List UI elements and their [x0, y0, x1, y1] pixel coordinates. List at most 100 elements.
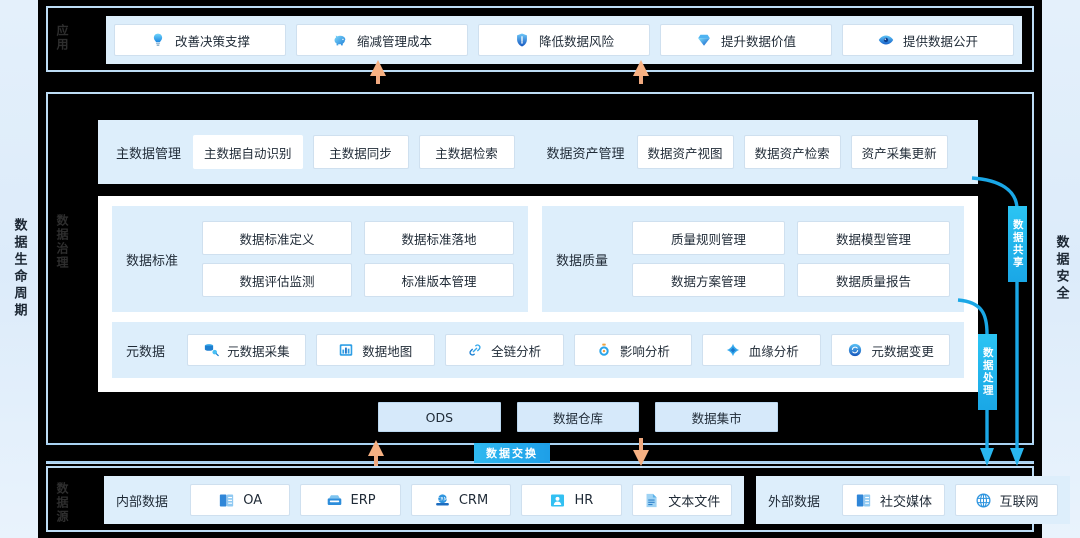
data-standard-tiles: 数据标准定义 数据标准落地 数据评估监测 标准版本管理 [202, 221, 514, 297]
app-item-data-disclosure[interactable]: 提供数据公开 [842, 24, 1014, 56]
metadata-item-label: 影响分析 [619, 343, 670, 359]
social-media-icon [856, 494, 871, 506]
governance-card: 数据标准 数据标准定义 数据标准落地 数据评估监测 标准版本管理 数据质量 质量… [98, 196, 978, 392]
master-and-asset-row: 主数据管理 主数据自动识别 主数据同步 主数据检索 数据资产管理 数据资产视图 … [98, 120, 978, 184]
source-oa[interactable]: OA [190, 484, 291, 516]
master-data-search[interactable]: 主数据检索 [418, 135, 515, 169]
source-item-label: CRM [458, 492, 489, 508]
source-social-media[interactable]: 社交媒体 [842, 484, 946, 516]
source-item-label: ERP [350, 492, 376, 508]
standard-implementation[interactable]: 数据标准落地 [364, 221, 514, 255]
lineage-analysis[interactable]: 血缘分析 [702, 334, 822, 366]
app-item-label: 提供数据公开 [902, 33, 978, 49]
piggybank-icon [334, 35, 346, 46]
left-rail-label: 数据生命周期 [11, 218, 27, 320]
source-internet[interactable]: 互联网 [955, 484, 1059, 516]
metadata-item-label: 数据地图 [362, 343, 413, 359]
document-icon [646, 493, 657, 507]
source-hr[interactable]: HR [521, 484, 622, 516]
storage-data-warehouse[interactable]: 数据仓库 [516, 402, 640, 432]
app-item-reduce-cost[interactable]: 缩减管理成本 [296, 24, 468, 56]
metadata-item-label: 元数据变更 [871, 343, 934, 359]
source-crm[interactable]: CRM CRM [410, 484, 512, 516]
data-quality-report[interactable]: 数据质量报告 [797, 263, 950, 297]
metadata-group: 元数据 元数据采集 [112, 322, 964, 378]
data-standard-group-label: 数据标准 [126, 253, 179, 269]
metadata-change[interactable]: 元数据变更 [831, 334, 950, 366]
internal-data-band: 内部数据 OA ERP [104, 476, 744, 524]
flow-label-data-process: 数据处理 [978, 334, 997, 410]
diamond-icon [698, 34, 710, 46]
metadata-collection[interactable]: 元数据采集 [187, 334, 306, 366]
oa-icon [220, 494, 234, 506]
lineage-icon [726, 343, 740, 357]
full-chain-analysis[interactable]: 全链分析 [444, 334, 564, 366]
metadata-item-label: 血缘分析 [748, 343, 799, 359]
link-icon [469, 344, 481, 356]
erp-icon [327, 494, 341, 505]
source-item-label: 文本文件 [668, 494, 721, 510]
app-item-label: 缩减管理成本 [356, 33, 432, 49]
application-layer-label: 应用 [55, 24, 69, 52]
quality-rule-management[interactable]: 质量规则管理 [632, 221, 785, 255]
hr-icon [551, 494, 565, 506]
data-standard-group: 数据标准 数据标准定义 数据标准落地 数据评估监测 标准版本管理 [112, 206, 528, 312]
master-data-auto-identify[interactable]: 主数据自动识别 [193, 135, 303, 169]
svg-text:CRM: CRM [437, 496, 447, 502]
source-item-label: 社交媒体 [880, 494, 933, 510]
globe-icon [975, 492, 991, 508]
internal-data-group-label: 内部数据 [116, 494, 169, 510]
external-data-band: 外部数据 社交媒体 互联网 [756, 476, 1070, 524]
governance-layer-label: 数据治理 [55, 214, 69, 270]
source-item-label: OA [243, 492, 263, 508]
app-item-increase-value[interactable]: 提升数据价值 [660, 24, 832, 56]
application-items-band: 改善决策支撑 缩减管理成本 降低数据风险 [106, 16, 1022, 64]
source-item-label: HR [574, 492, 594, 508]
right-rail-label: 数据安全 [1053, 235, 1069, 303]
app-item-label: 改善决策支撑 [174, 33, 250, 49]
flow-label-data-share: 数据共享 [1008, 206, 1027, 282]
metadata-item-label: 全链分析 [491, 343, 542, 359]
asset-collect-update[interactable]: 资产采集更新 [850, 135, 948, 169]
external-data-group-label: 外部数据 [768, 494, 821, 510]
app-item-label: 降低数据风险 [538, 33, 614, 49]
master-data-group-label: 主数据管理 [116, 146, 182, 162]
data-quality-group: 数据质量 质量规则管理 数据模型管理 数据方案管理 数据质量报告 [542, 206, 964, 312]
metadata-group-label: 元数据 [126, 344, 166, 360]
eye-icon [878, 35, 894, 45]
map-icon [339, 344, 353, 356]
storage-data-mart[interactable]: 数据集市 [655, 402, 779, 432]
master-data-sync[interactable]: 主数据同步 [312, 135, 409, 169]
data-map[interactable]: 数据地图 [315, 334, 435, 366]
impact-icon [599, 343, 609, 356]
storage-ods[interactable]: ODS [378, 402, 501, 432]
data-assessment-monitor[interactable]: 数据评估监测 [202, 263, 352, 297]
app-item-label: 提升数据价值 [720, 33, 796, 49]
standard-version-management[interactable]: 标准版本管理 [364, 263, 514, 297]
lightbulb-icon [153, 33, 163, 46]
app-item-decision-support[interactable]: 改善决策支撑 [114, 24, 286, 56]
change-icon [849, 343, 862, 357]
standard-definition[interactable]: 数据标准定义 [202, 221, 352, 255]
crm-icon: CRM [435, 493, 449, 505]
data-plan-management[interactable]: 数据方案管理 [632, 263, 785, 297]
shield-icon [517, 33, 527, 47]
source-erp[interactable]: ERP [300, 484, 401, 516]
data-asset-view[interactable]: 数据资产视图 [636, 135, 734, 169]
data-asset-search[interactable]: 数据资产检索 [743, 135, 841, 169]
data-model-management[interactable]: 数据模型管理 [797, 221, 950, 255]
source-text-file[interactable]: 文本文件 [631, 484, 732, 516]
data-asset-group-label: 数据资产管理 [546, 146, 625, 162]
data-exchange-pill: 数据交换 [474, 443, 550, 463]
metadata-item-label: 元数据采集 [227, 343, 290, 359]
governance-layer-panel: 数据治理 主数据管理 主数据自动识别 主数据同步 主数据检索 数据资产管理 数据… [46, 92, 1034, 464]
storage-row: ODS 数据仓库 数据集市 [378, 402, 779, 432]
source-item-label: 互联网 [999, 494, 1039, 510]
source-layer-label: 数据源 [55, 482, 69, 524]
source-layer-panel: 数据源 内部数据 OA ERP [46, 466, 1070, 532]
impact-analysis[interactable]: 影响分析 [573, 334, 693, 366]
governance-inner: 主数据管理 主数据自动识别 主数据同步 主数据检索 数据资产管理 数据资产视图 … [98, 120, 978, 438]
application-layer-panel: 应用 改善决策支撑 缩减管理成本 [46, 6, 1034, 72]
app-item-reduce-risk[interactable]: 降低数据风险 [478, 24, 650, 56]
